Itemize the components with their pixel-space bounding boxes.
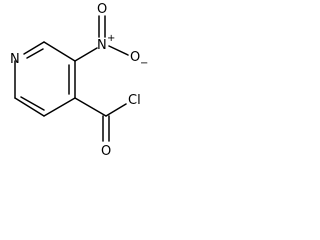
nitro-group <box>74 15 129 62</box>
atom-nitro-nitrogen-charge: + <box>107 33 115 44</box>
chemical-structure-diagram: N N + O O − O Cl <box>10 2 148 159</box>
atom-nitro-oxygen-charge: − <box>140 58 148 69</box>
bond-c2-c3-inner <box>20 96 45 111</box>
bond-c5-nitro-n <box>74 47 98 62</box>
bond-c4-carbonyl-c <box>74 97 107 117</box>
bond-c5-c6 <box>43 41 76 62</box>
atom-carbonyl-oxygen-label: O <box>101 144 111 159</box>
atom-nitro-oxygen-double-label: O <box>97 2 107 17</box>
bond-carbonyl-c-cl <box>105 103 127 117</box>
bond-nitro-n-o-single <box>108 45 129 56</box>
bond-c6-n1 <box>23 41 45 55</box>
atom-nitro-nitrogen-label: N <box>97 38 107 53</box>
bond-c3-c4 <box>43 97 76 117</box>
acyl-chloride-group <box>74 97 127 142</box>
pyridine-ring <box>14 41 76 117</box>
atom-chlorine-label: Cl <box>128 93 141 108</box>
bond-c2-c3 <box>14 97 45 117</box>
atom-nitro-oxygen-single-label: O <box>130 50 140 65</box>
bond-c6-n1-inner <box>26 48 44 59</box>
atom-ring-nitrogen-label: N <box>10 52 20 67</box>
